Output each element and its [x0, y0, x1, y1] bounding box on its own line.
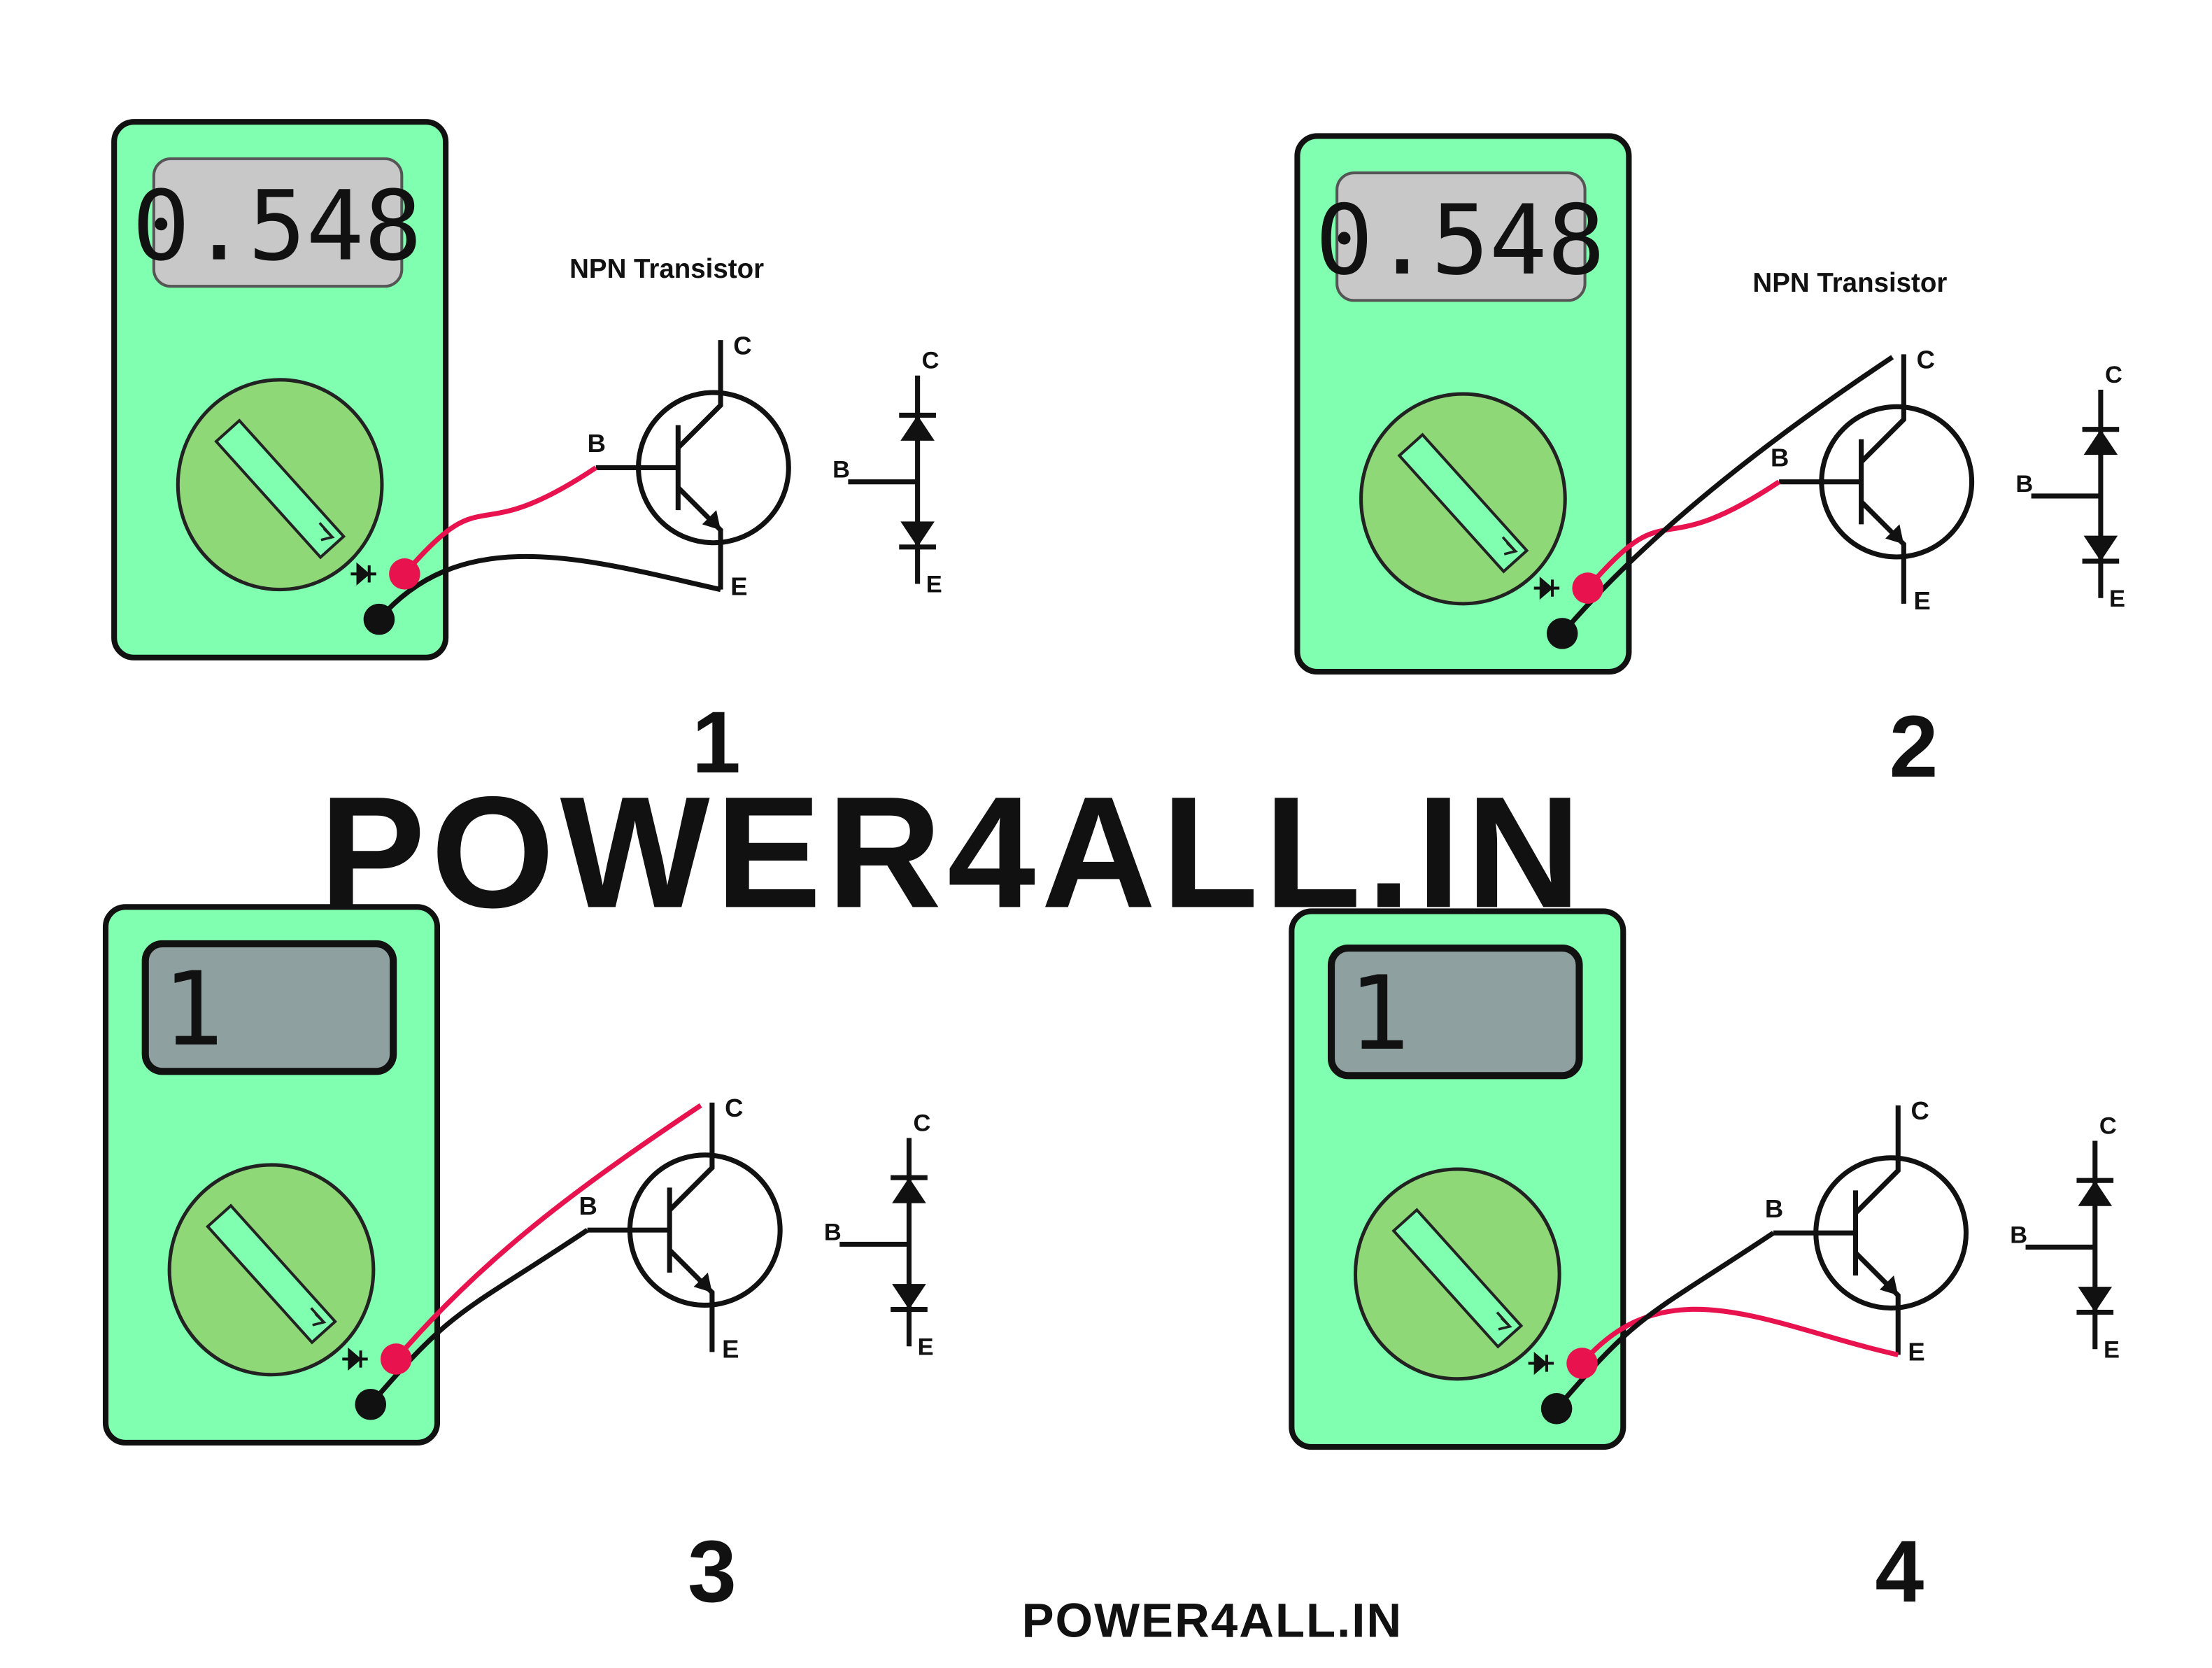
- emitter-arrow-icon: [1885, 524, 1904, 544]
- red-probe-wire: [394, 1103, 702, 1361]
- equiv-emitter-label: E: [926, 572, 942, 598]
- test-panel-4: 1C B E C B E 4: [1289, 908, 2120, 1620]
- emitter-label: E: [1908, 1337, 1924, 1366]
- red-probe-wire: [402, 465, 597, 576]
- emitter-arrow-icon: [1879, 1275, 1899, 1296]
- panel-number: 1: [692, 693, 741, 791]
- emitter-arrow-icon: [693, 1272, 712, 1293]
- collector-label: C: [1910, 1096, 1929, 1125]
- pointer-arrow-icon: [1501, 536, 1518, 556]
- red-probe-wire: [1580, 1306, 1899, 1365]
- pointer-arrow-icon: [318, 522, 335, 542]
- lcd-reading: 1: [1348, 955, 1410, 1073]
- circuit: C B E C B E: [1540, 1096, 2120, 1425]
- diode-equivalent: [839, 1138, 928, 1347]
- circuit: C B E C B E: [355, 1094, 934, 1420]
- pointer-arrow-icon: [310, 1307, 327, 1327]
- collector-label: C: [1917, 346, 1935, 374]
- equiv-base-label: B: [2010, 1222, 2027, 1248]
- pointer-arrow-icon: [1496, 1311, 1512, 1331]
- black-probe-wire: [377, 553, 721, 621]
- lcd-display: [152, 157, 404, 288]
- lcd-reading: 1: [162, 951, 224, 1069]
- collector-label: C: [733, 331, 751, 360]
- dial-pointer: [206, 1203, 337, 1345]
- black-probe-jack: [363, 603, 395, 635]
- equiv-collector-label: C: [2105, 362, 2122, 388]
- diode-mode-icon: [1533, 577, 1560, 600]
- transistor-leads: [587, 1102, 715, 1352]
- equiv-base-label: B: [2015, 471, 2033, 497]
- collector-label: C: [725, 1094, 743, 1122]
- red-probe-jack: [1572, 572, 1603, 604]
- diode-equivalent: [2031, 390, 2120, 598]
- transistor-leads: [1779, 354, 1906, 604]
- diode-equivalent: [848, 375, 936, 584]
- multimeter: 1: [1289, 908, 1626, 1450]
- panel-number: 2: [1890, 697, 1938, 796]
- diode-mode-icon: [342, 1347, 368, 1371]
- diode-mode-icon: [1528, 1351, 1554, 1376]
- lcd-display: [1335, 171, 1587, 302]
- diode-equivalent: [2025, 1140, 2114, 1350]
- equiv-collector-label: C: [2099, 1112, 2117, 1139]
- transistor-leads: [1773, 1105, 1901, 1355]
- emitter-arrow-icon: [702, 510, 721, 530]
- multimeter: 0.548: [1294, 133, 1632, 675]
- dial-pointer: [1397, 432, 1529, 574]
- lcd-display: [1327, 944, 1583, 1080]
- equiv-base-label: B: [832, 457, 850, 483]
- lcd-reading: 0.548: [132, 171, 423, 283]
- emitter-label: E: [722, 1334, 739, 1363]
- footer-brand: POWER4ALL.IN: [1022, 1593, 1403, 1647]
- equiv-emitter-label: E: [918, 1334, 934, 1360]
- equiv-collector-label: C: [914, 1110, 931, 1136]
- base-label: B: [579, 1192, 597, 1220]
- red-probe-jack: [1566, 1348, 1598, 1379]
- lcd-reading: 0.548: [1315, 185, 1605, 297]
- multimeter: 0.548: [111, 119, 449, 660]
- black-probe-jack: [1540, 1393, 1573, 1425]
- equiv-collector-label: C: [922, 348, 940, 374]
- emitter-label: E: [730, 572, 747, 601]
- diode-mode-icon: [350, 562, 376, 586]
- base-label: B: [588, 429, 606, 458]
- red-probe-jack: [380, 1343, 412, 1375]
- multimeter: 1: [102, 904, 441, 1446]
- test-panel-3: 1C B E C B E 3: [102, 904, 934, 1620]
- panel-number: 4: [1875, 1522, 1924, 1620]
- npn-transistor-title: NPN Transistor: [569, 254, 764, 284]
- equiv-emitter-label: E: [2104, 1336, 2120, 1363]
- transistor-leads: [595, 340, 723, 590]
- base-label: B: [1765, 1194, 1783, 1223]
- base-label: B: [1771, 443, 1789, 472]
- dial-pointer: [1391, 1208, 1524, 1349]
- equiv-base-label: B: [824, 1219, 842, 1245]
- dial-pointer: [214, 418, 346, 560]
- lcd-display: [141, 940, 397, 1075]
- black-probe-jack: [355, 1388, 387, 1420]
- red-probe-jack: [389, 558, 420, 590]
- emitter-label: E: [1914, 586, 1931, 615]
- black-probe-jack: [1546, 618, 1578, 649]
- panel-number: 3: [688, 1522, 737, 1620]
- npn-transistor-title: NPN Transistor: [1752, 268, 1947, 298]
- equiv-emitter-label: E: [2109, 586, 2125, 612]
